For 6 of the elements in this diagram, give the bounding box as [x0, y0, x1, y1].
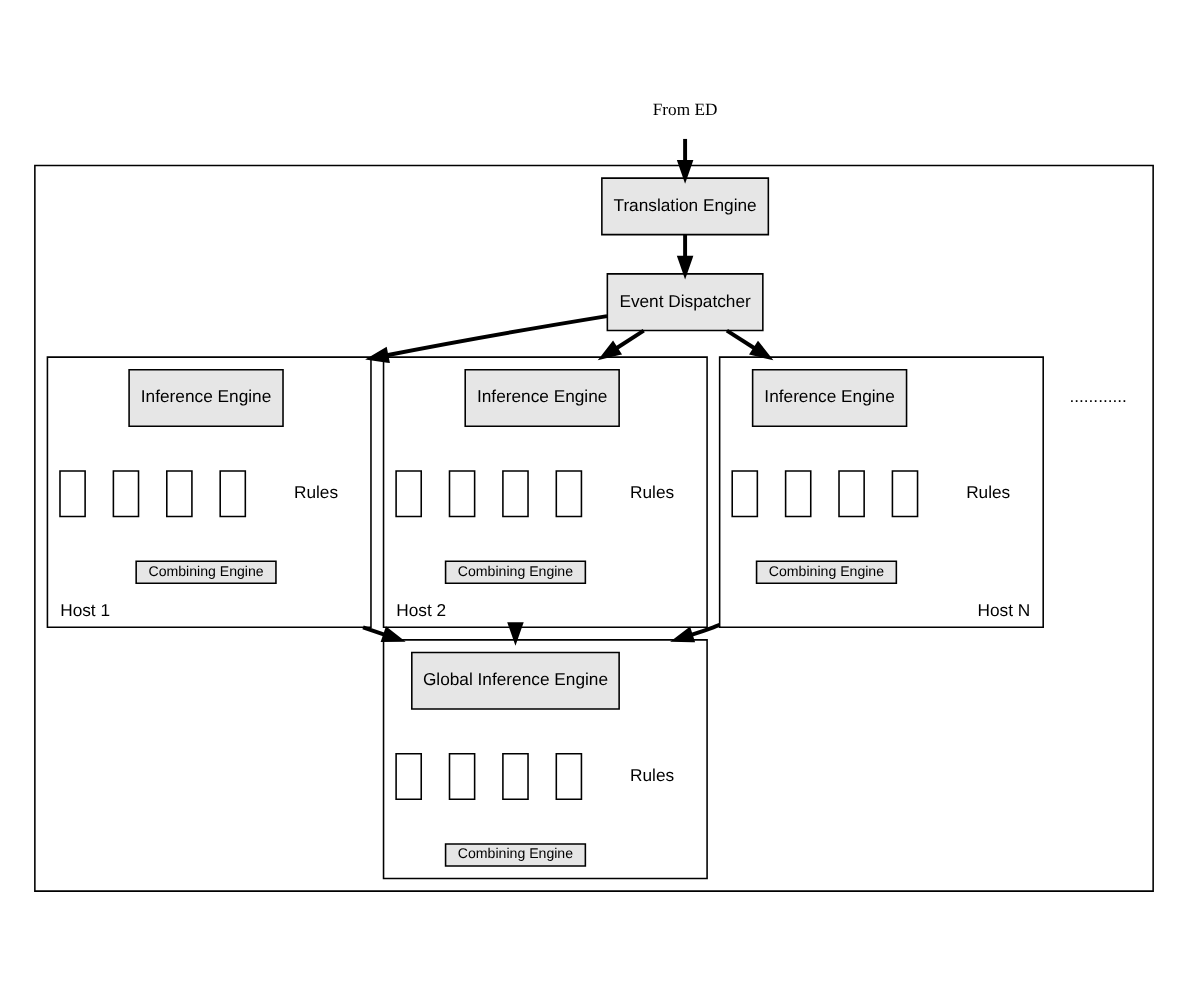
label: Rules — [966, 482, 1011, 503]
label: Rules — [630, 764, 675, 785]
node-text: From ED — [652, 98, 718, 119]
label: Rules — [630, 482, 675, 503]
label: ............ — [1069, 386, 1127, 407]
label: Rules — [293, 482, 339, 503]
